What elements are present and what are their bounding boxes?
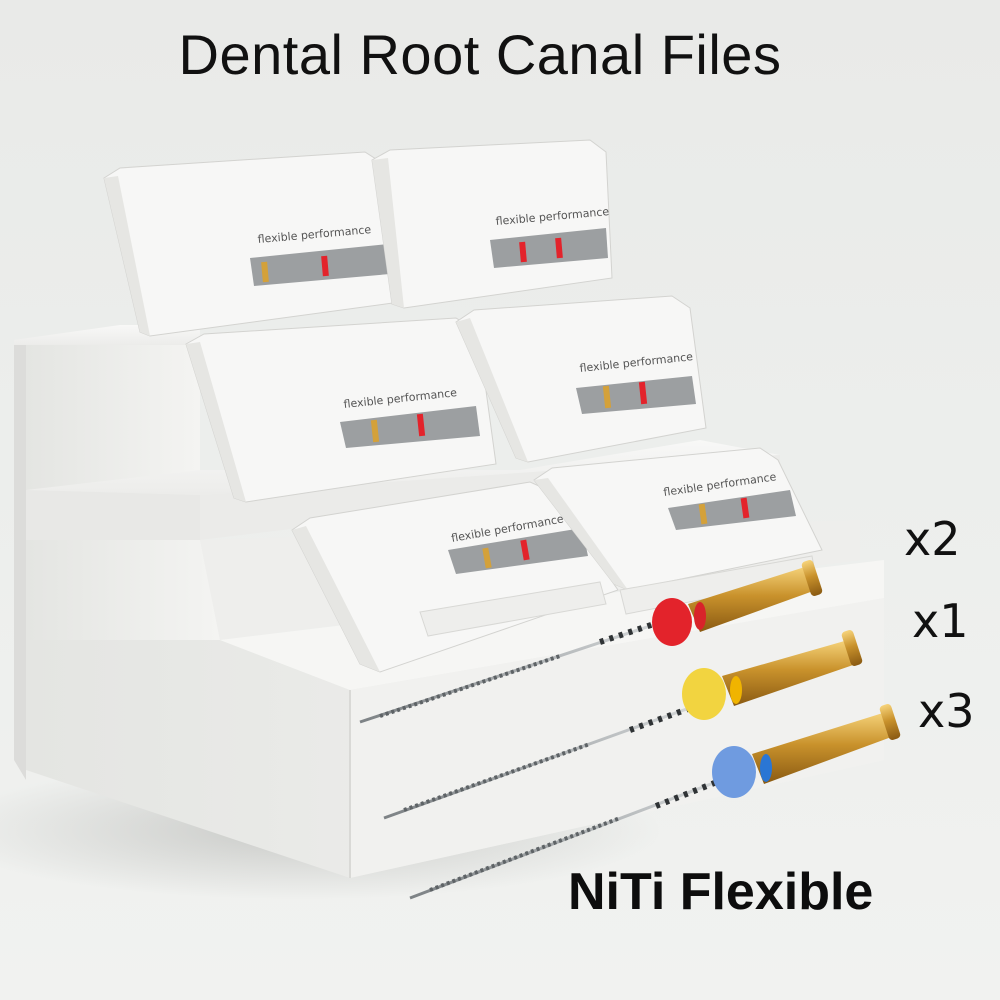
color-ring-red <box>652 598 692 646</box>
file-box: flexible performance <box>185 317 497 503</box>
file-box: flexible performance <box>371 139 613 309</box>
quantity-label-blue: x3 <box>918 684 975 738</box>
root-canal-file-blue <box>409 704 901 900</box>
tagline: NiTi Flexible <box>568 863 874 921</box>
quantity-label-red: x2 <box>904 512 961 566</box>
quantity-label-yellow: x1 <box>912 594 969 648</box>
root-canal-file-yellow <box>383 630 863 820</box>
color-ring-blue <box>712 746 756 798</box>
page-title: Dental Root Canal Files <box>178 23 782 86</box>
color-ring-yellow <box>682 668 726 720</box>
file-box: flexible performance <box>103 151 401 337</box>
file-box: flexible performance <box>533 447 823 615</box>
file-box: flexible performance <box>455 295 707 463</box>
root-canal-file-red <box>359 560 823 724</box>
